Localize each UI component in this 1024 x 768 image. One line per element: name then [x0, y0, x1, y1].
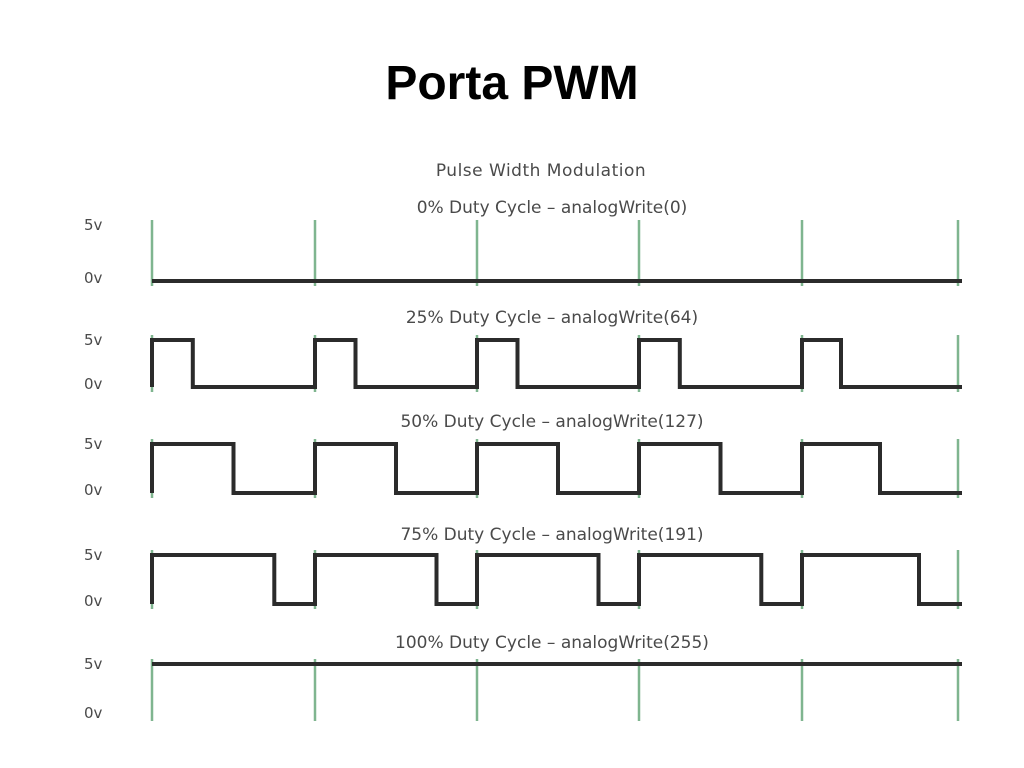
low-voltage-label: 0v [84, 592, 103, 610]
pwm-waveform [150, 553, 962, 606]
high-voltage-label: 5v [84, 331, 103, 349]
pwm-row: 25% Duty Cycle – analogWrite(64) 5v 0v [84, 308, 962, 393]
high-voltage-label: 5v [84, 216, 103, 234]
low-voltage-label: 0v [84, 269, 103, 287]
row-caption: 75% Duty Cycle – analogWrite(191) [400, 525, 703, 545]
slide-title: Porta PWM [385, 57, 639, 110]
low-voltage-label: 0v [84, 481, 103, 499]
low-voltage-label: 0v [84, 375, 103, 393]
diagram-heading: Pulse Width Modulation [436, 161, 646, 181]
row-caption: 0% Duty Cycle – analogWrite(0) [417, 198, 688, 218]
row-caption: 100% Duty Cycle – analogWrite(255) [395, 633, 709, 653]
row-caption: 25% Duty Cycle – analogWrite(64) [406, 308, 698, 328]
pwm-waveform [150, 442, 962, 495]
pwm-row: 0% Duty Cycle – analogWrite(0) 5v 0v [84, 198, 962, 287]
high-voltage-label: 5v [84, 655, 103, 673]
pwm-row: 50% Duty Cycle – analogWrite(127) 5v 0v [84, 412, 962, 499]
low-voltage-label: 0v [84, 704, 103, 722]
high-voltage-label: 5v [84, 435, 103, 453]
pwm-waveform [150, 338, 962, 389]
pwm-row: 75% Duty Cycle – analogWrite(191) 5v 0v [84, 525, 962, 610]
high-voltage-label: 5v [84, 546, 103, 564]
pwm-row: 100% Duty Cycle – analogWrite(255) 5v 0v [84, 633, 962, 722]
row-caption: 50% Duty Cycle – analogWrite(127) [400, 412, 703, 432]
